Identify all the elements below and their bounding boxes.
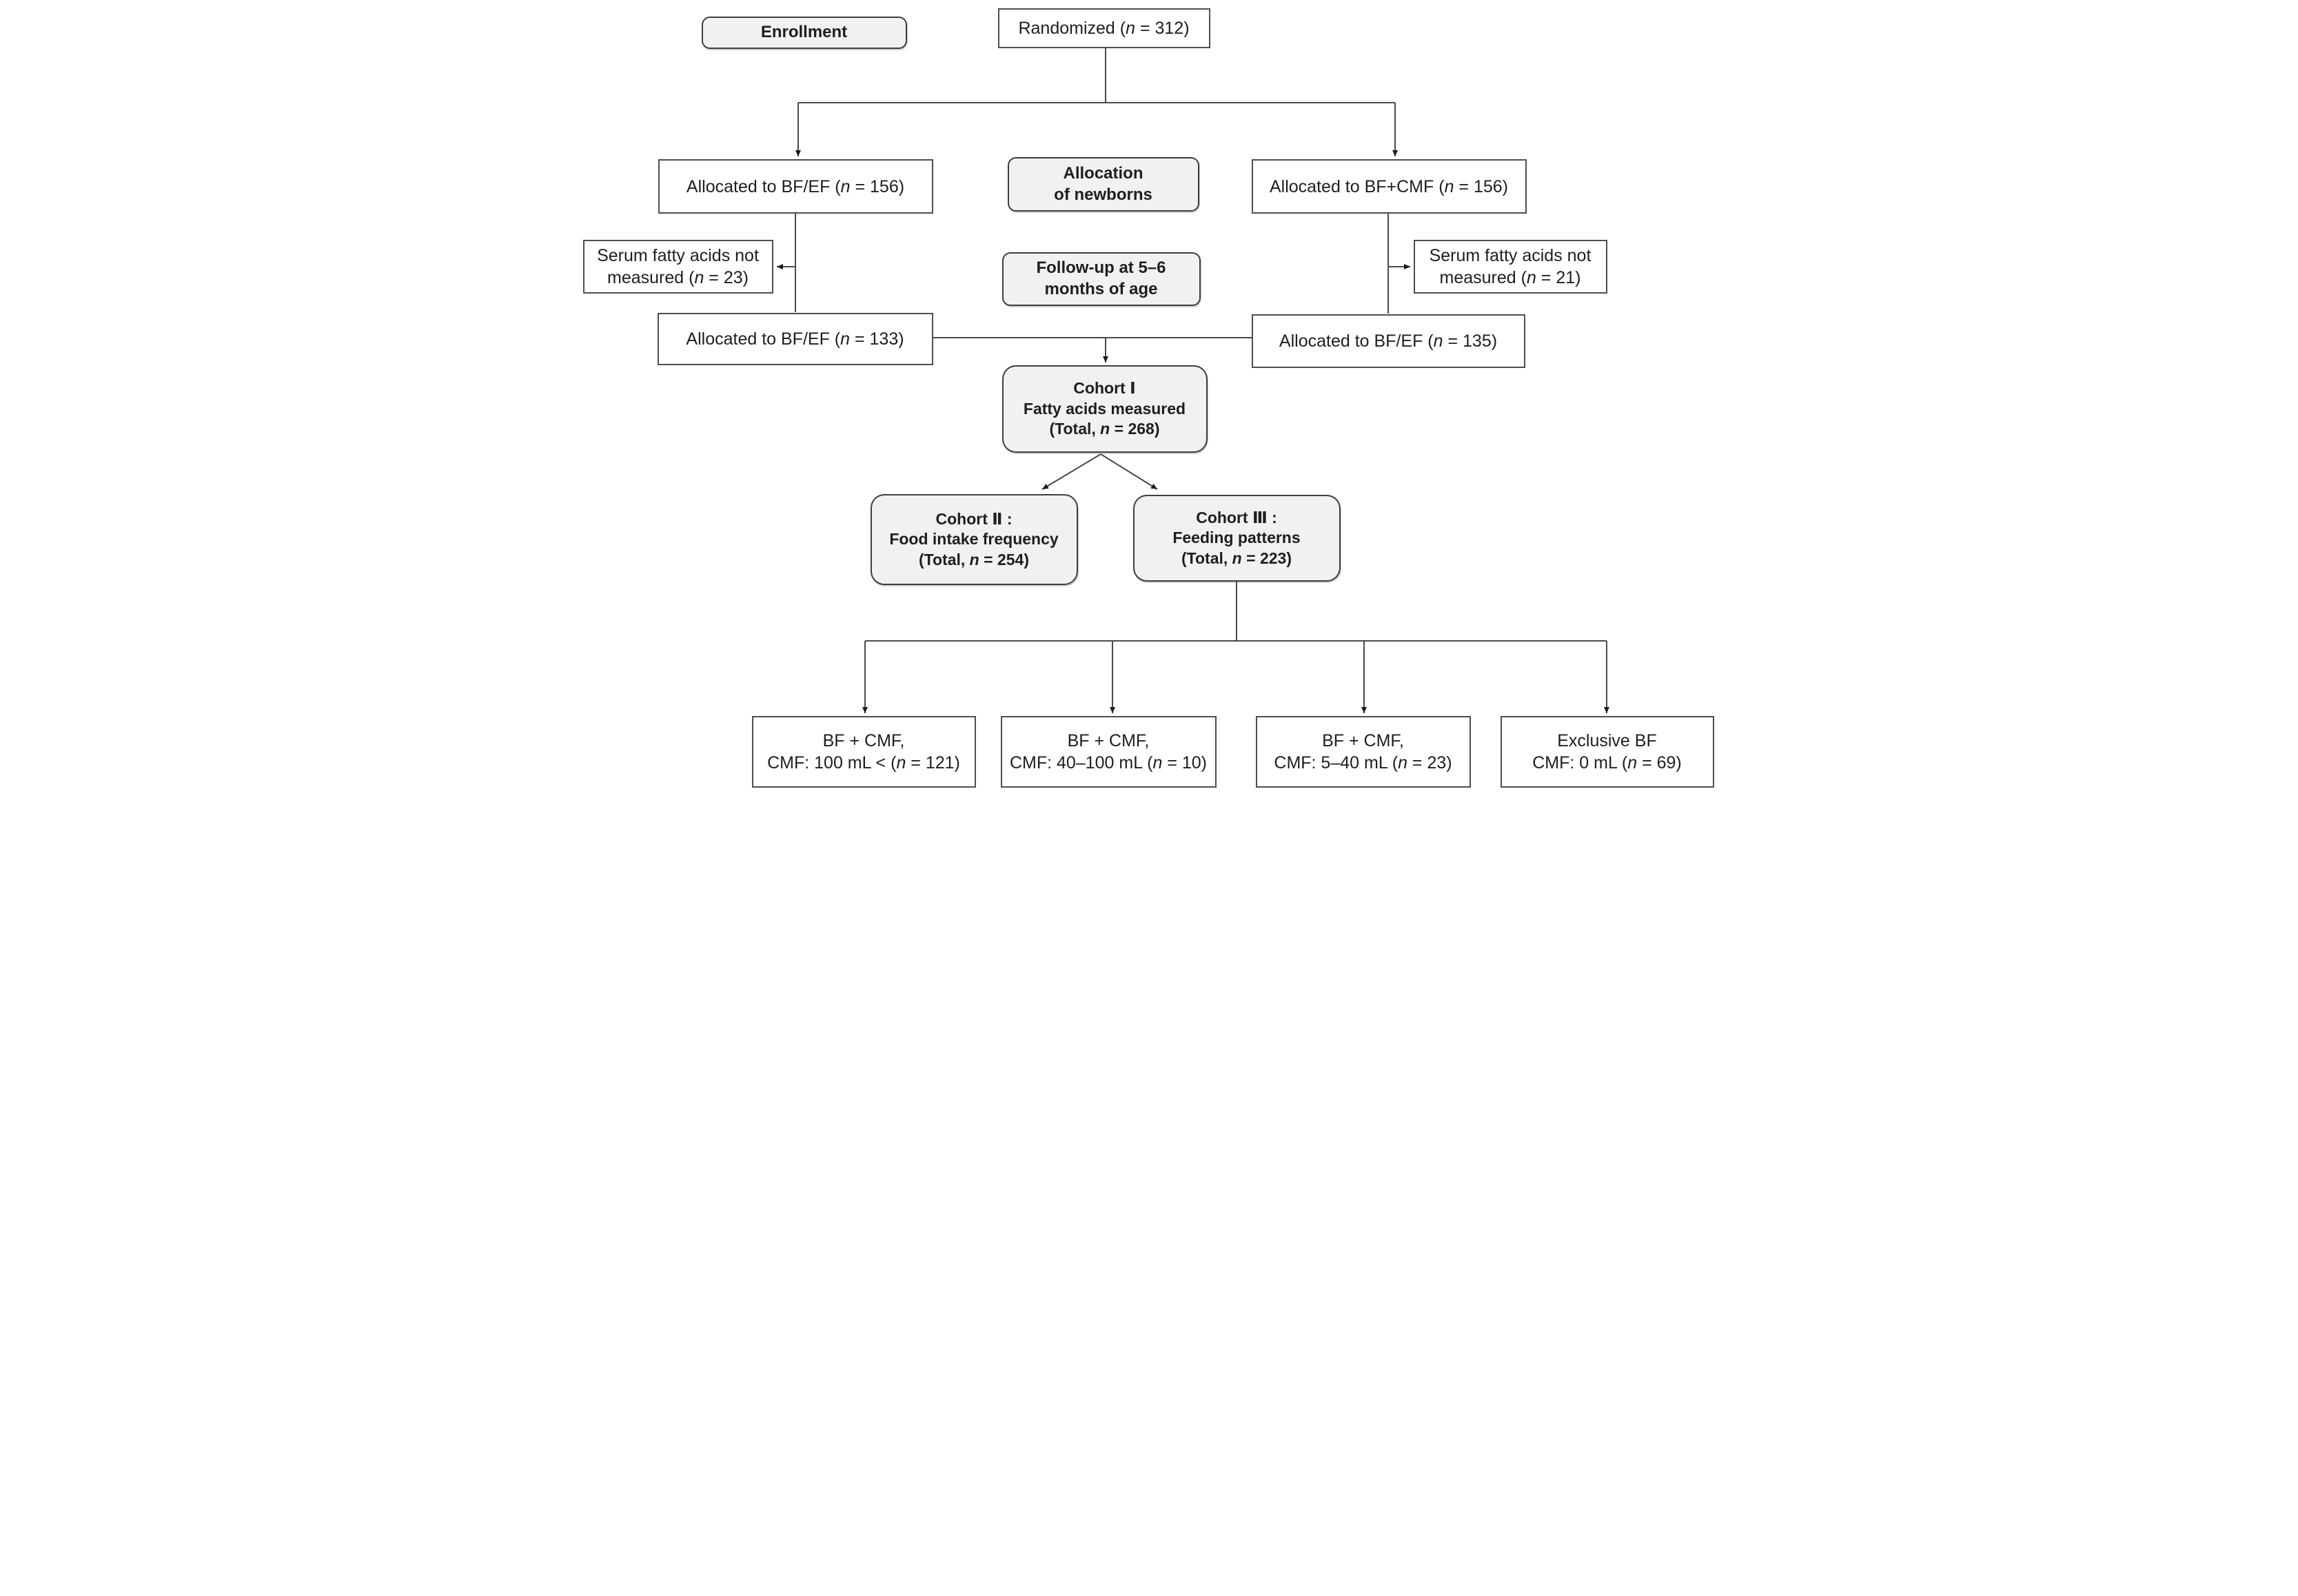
n-variable: n <box>1152 753 1163 773</box>
text-segment: = 223) <box>1241 549 1292 567</box>
text-segment: Allocated to BF/EF ( <box>1279 331 1434 351</box>
text-segment: = 23) <box>704 268 749 287</box>
feed-group3-box: BF + CMF, CMF: 5–40 mL (n = 23) <box>1255 716 1471 788</box>
n-variable: n <box>840 329 851 349</box>
serum-right-line2: measured (n = 21) <box>1440 267 1581 289</box>
n-variable: n <box>1100 420 1110 438</box>
allocated-bfef-133-label: Allocated to BF/EF (n = 133) <box>686 328 904 350</box>
n-variable: n <box>896 753 906 773</box>
cohort1-line2: Fatty acids measured <box>1023 399 1186 418</box>
cohort2-title: Cohort Ⅱ : <box>935 509 1013 528</box>
enrollment-stage-box: Enrollment <box>701 17 907 49</box>
allocation-label-line2: of newborns <box>1054 185 1152 204</box>
arrow-to-cohort3 <box>1099 453 1158 490</box>
text-segment: Randomized ( <box>1018 19 1126 38</box>
randomized-box: Randomized (n = 312) <box>997 8 1210 48</box>
text-segment: = 254) <box>979 550 1029 569</box>
n-variable: n <box>1526 268 1536 287</box>
n-variable: n <box>1444 176 1454 196</box>
followup-label-line1: Follow-up at 5–6 <box>1036 258 1166 278</box>
text-segment: = 69) <box>1637 753 1682 773</box>
text-segment: CMF: 40–100 mL ( <box>1009 753 1153 773</box>
allocation-label-line1: Allocation <box>1063 163 1143 183</box>
serum-left-line1: Serum fatty acids not <box>597 246 759 265</box>
arrow-to-cohort2 <box>1041 453 1101 490</box>
cohort2-total: (Total, n = 254) <box>919 550 1029 570</box>
feed-group1-box: BF + CMF, CMF: 100 mL < (n = 121) <box>751 716 976 788</box>
n-variable: n <box>1627 753 1638 773</box>
text-segment: = 121) <box>906 753 960 773</box>
allocated-bfef-135-label: Allocated to BF/EF (n = 135) <box>1279 330 1497 352</box>
text-segment: = 10) <box>1162 753 1207 773</box>
text-segment: = 23) <box>1407 753 1452 773</box>
serum-not-measured-right-box: Serum fatty acids not measured (n = 21) <box>1413 240 1607 294</box>
text-segment: (Total, <box>919 550 970 569</box>
n-variable: n <box>1232 549 1242 567</box>
n-variable: n <box>840 176 851 196</box>
text-segment: (Total, <box>1181 549 1232 567</box>
cohort3-line2: Feeding patterns <box>1172 529 1301 547</box>
text-segment: (Total, <box>1049 420 1101 438</box>
cohort3-title: Cohort Ⅲ : <box>1196 508 1277 526</box>
n-variable: n <box>694 268 704 287</box>
feed-group2-box: BF + CMF, CMF: 40–100 mL (n = 10) <box>1000 716 1217 788</box>
serum-left-line2: measured (n = 23) <box>607 267 749 289</box>
cohort1-total: (Total, n = 268) <box>1050 419 1160 439</box>
text-segment: = 156) <box>850 176 905 196</box>
cohort3-box: Cohort Ⅲ : Feeding patterns (Total, n = … <box>1132 495 1341 582</box>
cohort2-box: Cohort Ⅱ : Food intake frequency (Total,… <box>870 494 1078 585</box>
text-segment: Allocated to BF+CMF ( <box>1270 176 1445 196</box>
n-variable: n <box>1398 753 1407 773</box>
followup-label-line2: months of age <box>1044 280 1158 298</box>
allocated-bfef-135-box: Allocated to BF/EF (n = 135) <box>1251 314 1525 368</box>
text-segment: CMF: 100 mL < ( <box>767 753 897 773</box>
connector-lines <box>776 48 1609 713</box>
allocation-stage-box: Allocation of newborns <box>1007 157 1199 212</box>
allocated-bfcmf-156-label: Allocated to BF+CMF (n = 156) <box>1270 176 1508 198</box>
text-segment: = 268) <box>1110 420 1160 438</box>
followup-stage-box: Follow-up at 5–6 months of age <box>1001 252 1201 306</box>
cohort3-total: (Total, n = 223) <box>1181 549 1292 569</box>
serum-right-line1: Serum fatty acids not <box>1429 246 1592 265</box>
text-segment: = 135) <box>1443 331 1498 351</box>
text-segment: = 21) <box>1536 268 1581 287</box>
feed-group3-line2: CMF: 5–40 mL (n = 23) <box>1274 752 1452 774</box>
feed-group1-line2: CMF: 100 mL < (n = 121) <box>767 752 960 774</box>
flow-diagram: Enrollment Allocation of newborns Follow… <box>574 0 1724 798</box>
cohort2-line2: Food intake frequency <box>889 530 1059 549</box>
n-variable: n <box>1433 331 1443 351</box>
feed-group2-line2: CMF: 40–100 mL (n = 10) <box>1010 752 1207 774</box>
text-segment: Allocated to BF/EF ( <box>686 176 841 196</box>
allocated-bfef-133-box: Allocated to BF/EF (n = 133) <box>657 313 933 365</box>
cohort1-title: Cohort Ⅰ <box>1073 379 1136 398</box>
feed-group4-line1: Exclusive BF <box>1557 731 1657 750</box>
serum-not-measured-left-box: Serum fatty acids not measured (n = 23) <box>582 240 773 294</box>
feed-group4-line2: CMF: 0 mL (n = 69) <box>1532 752 1682 774</box>
feed-group3-line1: BF + CMF, <box>1322 731 1404 750</box>
text-segment: CMF: 0 mL ( <box>1532 753 1628 773</box>
text-segment: CMF: 5–40 mL ( <box>1274 753 1399 773</box>
cohort1-box: Cohort Ⅰ Fatty acids measured (Total, n … <box>1001 365 1208 453</box>
text-segment: measured ( <box>1439 268 1527 287</box>
text-segment: measured ( <box>607 268 695 287</box>
allocated-bfef-156-box: Allocated to BF/EF (n = 156) <box>658 159 933 214</box>
text-segment: Allocated to BF/EF ( <box>686 329 841 349</box>
randomized-label: Randomized (n = 312) <box>1018 17 1189 39</box>
n-variable: n <box>969 550 979 569</box>
text-segment: = 133) <box>850 329 904 349</box>
allocated-bfef-156-label: Allocated to BF/EF (n = 156) <box>687 176 904 198</box>
enrollment-label: Enrollment <box>760 23 848 42</box>
text-segment: = 156) <box>1454 176 1508 196</box>
feed-group2-line1: BF + CMF, <box>1067 731 1150 750</box>
feed-group4-box: Exclusive BF CMF: 0 mL (n = 69) <box>1500 716 1714 788</box>
text-segment: = 312) <box>1135 19 1190 38</box>
feed-group1-line1: BF + CMF, <box>822 731 905 750</box>
allocated-bfcmf-156-box: Allocated to BF+CMF (n = 156) <box>1251 159 1527 214</box>
n-variable: n <box>1126 19 1135 38</box>
